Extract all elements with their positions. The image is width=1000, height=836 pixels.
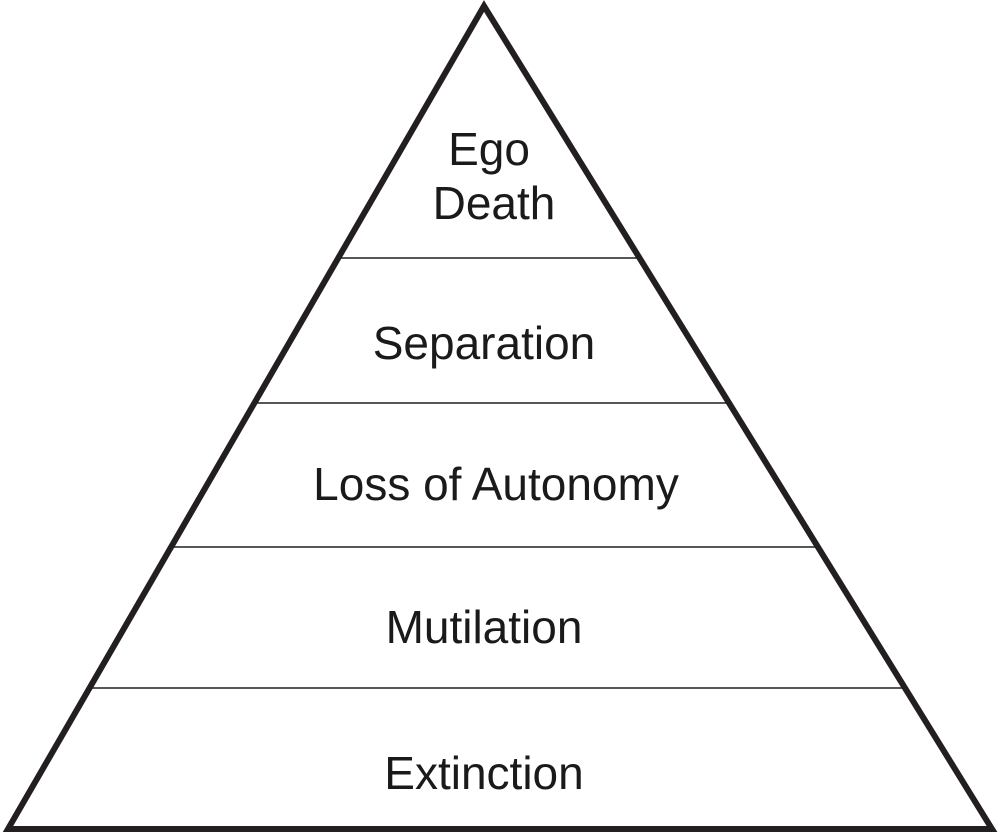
level-extinction: Extinction xyxy=(384,747,583,799)
level-dividers xyxy=(89,257,905,689)
level-ego-death-line-1: Ego xyxy=(448,123,530,175)
level-ego-death-line-2: Death xyxy=(433,177,556,229)
level-mutilation: Mutilation xyxy=(386,601,583,653)
level-loss-of-autonomy: Loss of Autonomy xyxy=(313,458,679,510)
level-separation: Separation xyxy=(373,317,596,369)
